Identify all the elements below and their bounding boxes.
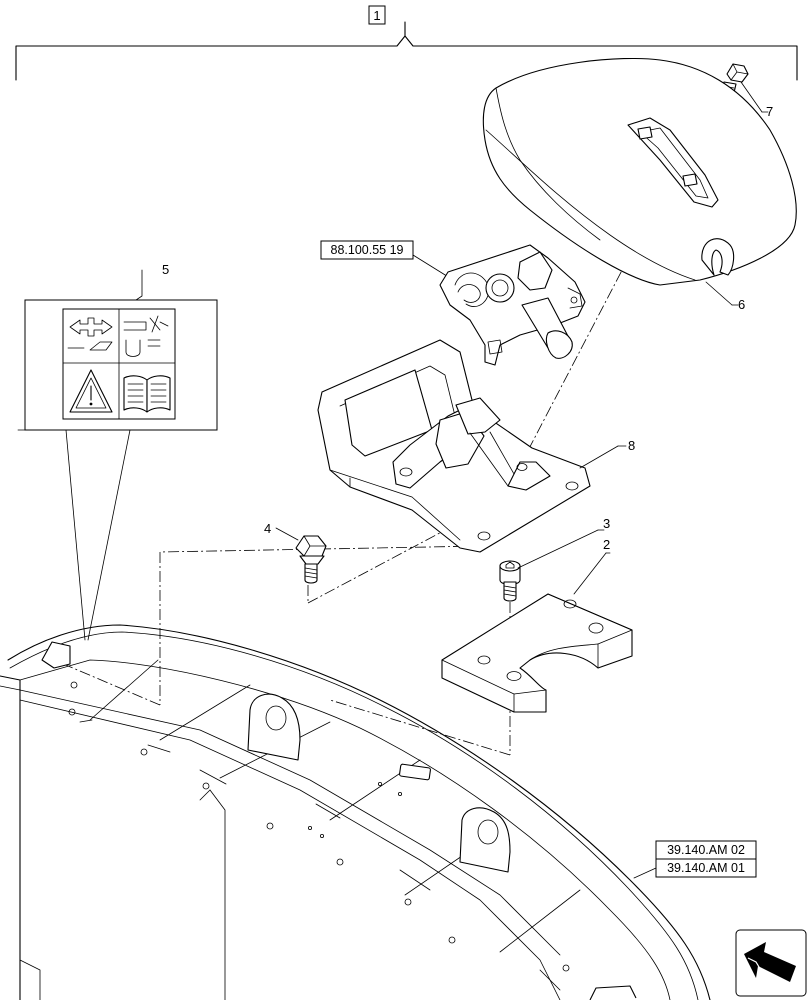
callout-1[interactable]: 1 xyxy=(373,8,380,23)
part-2-mounting-block[interactable]: 2 xyxy=(441,537,633,713)
callout-2[interactable]: 2 xyxy=(603,537,610,552)
warning-triangle-icon xyxy=(69,369,113,413)
part-8-bracket[interactable]: 8 xyxy=(317,339,635,553)
tank-fasteners xyxy=(68,681,570,972)
hook-icon xyxy=(125,339,161,357)
clamp-icon xyxy=(67,341,113,351)
fuel-tank-body xyxy=(0,624,711,1000)
callout-7[interactable]: 7 xyxy=(766,104,773,119)
tank-ref-top[interactable]: 39.140.AM 02 xyxy=(667,843,745,857)
part-4-flange-bolt[interactable]: 4 xyxy=(264,521,327,584)
callout-5[interactable]: 5 xyxy=(162,262,169,277)
switch-assembly[interactable]: 88.100.55 19 xyxy=(320,240,586,366)
tank-reference[interactable]: 39.140.AM 02 39.140.AM 01 xyxy=(633,840,757,879)
switch-ref-label[interactable]: 88.100.55 19 xyxy=(331,243,404,257)
callout-8[interactable]: 8 xyxy=(628,438,635,453)
part-5-decal[interactable]: 5 xyxy=(17,262,218,641)
assembly-bracket: 1 xyxy=(15,5,798,81)
callout-3[interactable]: 3 xyxy=(603,516,610,531)
callout-6[interactable]: 6 xyxy=(738,297,745,312)
switch-ref-box[interactable] xyxy=(320,240,414,260)
expand-arrows-icon xyxy=(69,317,113,337)
callout-4[interactable]: 4 xyxy=(264,521,271,536)
hand-cut-icon xyxy=(123,315,169,333)
tank-ref-bottom[interactable]: 39.140.AM 01 xyxy=(667,861,745,875)
callout-box-1[interactable] xyxy=(368,5,386,25)
part-3-cap-screw[interactable]: 3 xyxy=(499,516,610,602)
navigation-arrow-icon[interactable] xyxy=(735,929,807,997)
manual-book-icon xyxy=(123,375,171,413)
part-6-cover[interactable]: 6 xyxy=(482,57,797,312)
